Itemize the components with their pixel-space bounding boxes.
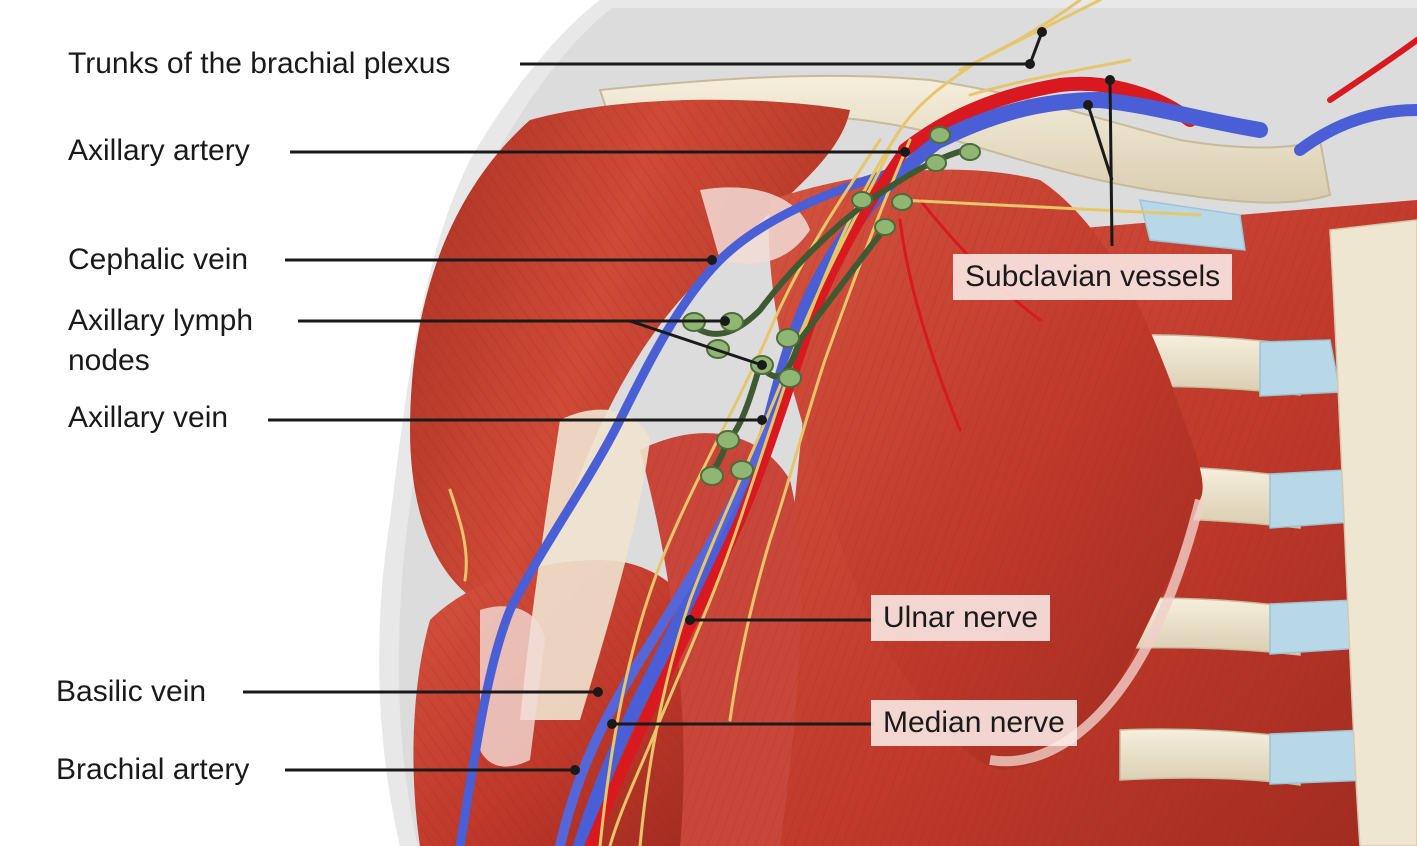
humerus	[480, 187, 810, 767]
label-axillary-vein: Axillary vein	[68, 401, 229, 434]
label-brachial-artery: Brachial artery	[56, 753, 250, 786]
leader-trunks-2	[1028, 31, 1044, 65]
costal-cartilage	[1138, 199, 1371, 785]
leader-lines	[243, 31, 1114, 772]
label-median-nerve: Median nerve	[871, 700, 1077, 746]
sternum	[1329, 219, 1417, 846]
leader-subclavian	[1108, 79, 1114, 247]
label-ulnar-nerve: Ulnar nerve	[871, 595, 1051, 641]
label-axillary-artery: Axillary artery	[68, 134, 250, 167]
label-trunks-brachial-plexus: Trunks of the brachial plexus	[68, 47, 451, 80]
leader-dots	[570, 27, 1115, 775]
nerves	[448, 0, 1202, 846]
label-axillary-lymph-line1: Axillary lymph	[68, 304, 254, 337]
subclavian-artery	[898, 76, 1197, 157]
leader-subclavian-2	[1086, 104, 1114, 181]
label-axillary-lymph-nodes: Axillary lymph nodes	[68, 301, 308, 381]
basilic-vein-path	[555, 415, 775, 846]
label-subclavian-vessels: Subclavian vessels	[953, 254, 1233, 300]
label-basilic-vein: Basilic vein	[56, 675, 207, 708]
label-cephalic-vein: Cephalic vein	[68, 243, 249, 276]
leader-axillary-lymph-2	[629, 319, 763, 367]
label-axillary-lymph-line2: nodes	[68, 344, 150, 377]
lymphatics	[682, 126, 981, 486]
brachial-artery-path	[584, 144, 911, 846]
subclavian-vein	[932, 91, 1268, 148]
